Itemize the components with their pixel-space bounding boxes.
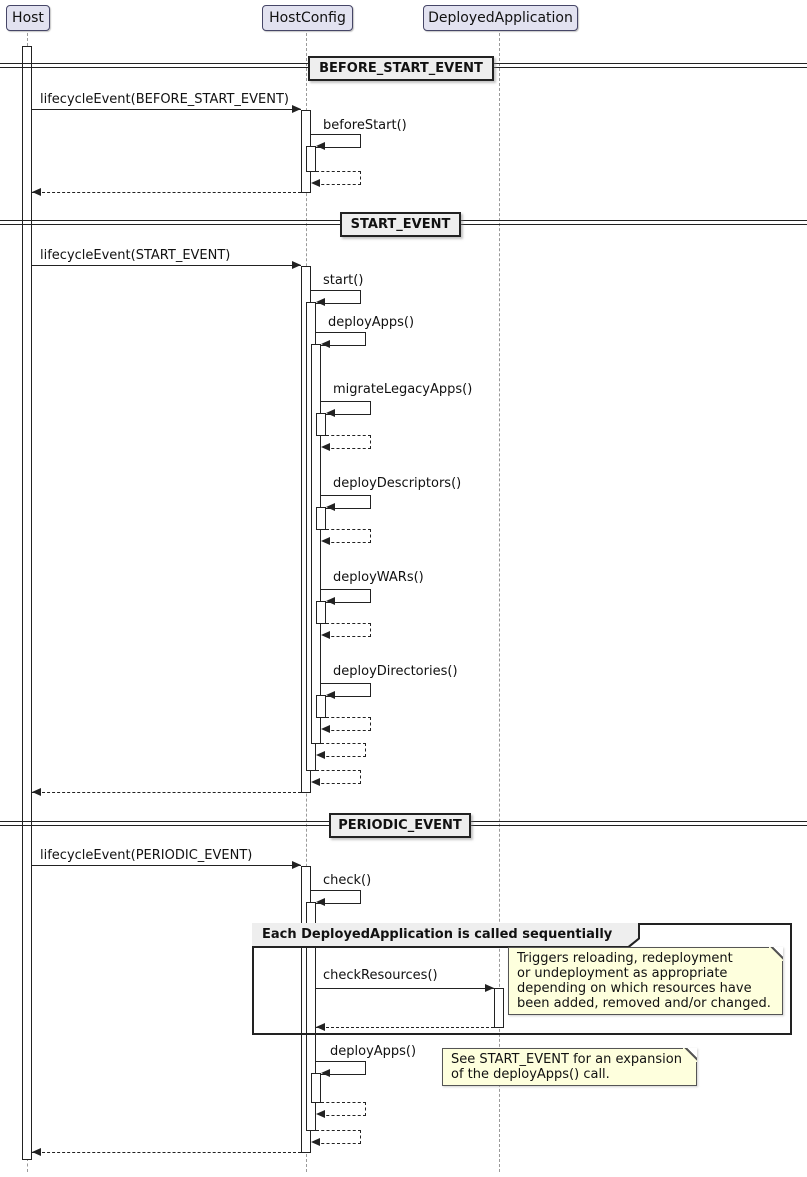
message-line xyxy=(32,109,301,110)
self-return-line xyxy=(326,435,371,449)
arrowhead-icon xyxy=(292,261,301,269)
arrowhead-icon xyxy=(321,631,330,639)
arrowhead-icon xyxy=(321,340,330,348)
self-return-line xyxy=(316,1130,361,1144)
message-label-check-resources: checkResources() xyxy=(323,968,438,983)
self-call-line xyxy=(321,683,371,697)
message-label-deploy-descriptors: deployDescriptors() xyxy=(333,476,462,491)
self-call-line xyxy=(316,1061,366,1075)
arrowhead-icon xyxy=(32,788,41,796)
message-label-start: start() xyxy=(323,273,364,288)
arrowhead-icon xyxy=(311,179,320,187)
note-check-resources: Triggers reloading, redeployment or unde… xyxy=(508,947,783,1015)
self-call-line xyxy=(316,332,366,346)
arrowhead-icon xyxy=(321,537,330,545)
arrowhead-icon xyxy=(321,1069,330,1077)
message-label-deploy-apps: deployApps() xyxy=(328,315,415,330)
arrowhead-icon xyxy=(292,861,301,869)
self-call-line xyxy=(321,495,371,509)
activation-deployedapplication xyxy=(494,988,504,1028)
message-label-deploy-directories: deployDirectories() xyxy=(333,664,458,679)
arrowhead-icon xyxy=(316,898,325,906)
arrowhead-icon xyxy=(326,691,335,699)
self-return-line xyxy=(321,1102,366,1116)
self-return-line xyxy=(321,743,366,757)
arrowhead-icon xyxy=(311,1138,320,1146)
participant-host: Host xyxy=(6,5,50,31)
return-line xyxy=(316,1027,494,1028)
lifeline-host xyxy=(27,1158,28,1172)
arrowhead-icon xyxy=(32,1148,41,1156)
return-line xyxy=(32,792,301,793)
participant-deployedapplication: DeployedApplication xyxy=(423,5,578,31)
activation-hostconfig xyxy=(311,344,321,744)
message-line xyxy=(316,988,494,989)
arrowhead-icon xyxy=(326,597,335,605)
note-deploy-apps: See START_EVENT for an expansion of the … xyxy=(442,1048,697,1086)
message-label-deploy-apps-periodic: deployApps() xyxy=(330,1044,417,1059)
return-line xyxy=(32,1152,301,1153)
self-call-line xyxy=(311,890,361,904)
message-line xyxy=(32,865,301,866)
self-return-line xyxy=(316,171,361,185)
message-label-deploy-wars: deployWARs() xyxy=(333,570,424,585)
activation-hostconfig xyxy=(316,695,326,718)
self-call-line xyxy=(321,401,371,415)
group-frame-header: Each DeployedApplication is called seque… xyxy=(252,923,640,948)
message-label-check: check() xyxy=(323,873,372,888)
activation-hostconfig xyxy=(306,146,316,172)
self-return-line xyxy=(326,623,371,637)
arrowhead-icon xyxy=(316,142,325,150)
divider-start-event: START_EVENT xyxy=(340,212,461,237)
arrowhead-icon xyxy=(292,105,301,113)
arrowhead-icon xyxy=(311,778,320,786)
participant-hostconfig: HostConfig xyxy=(262,5,353,31)
activation-hostconfig xyxy=(316,413,326,436)
message-label-migrate-legacy-apps: migrateLegacyApps() xyxy=(333,382,473,397)
activation-hostconfig xyxy=(311,1073,321,1103)
self-return-line xyxy=(326,529,371,543)
activation-hostconfig xyxy=(306,902,316,1131)
message-label-lifecycle-before-start: lifecycleEvent(BEFORE_START_EVENT) xyxy=(40,92,289,107)
self-return-line xyxy=(316,770,361,784)
arrowhead-icon xyxy=(485,984,494,992)
self-call-line xyxy=(321,589,371,603)
arrowhead-icon xyxy=(32,188,41,196)
divider-before-start-event: BEFORE_START_EVENT xyxy=(308,56,494,81)
arrowhead-icon xyxy=(326,409,335,417)
lifeline-host xyxy=(27,33,28,46)
arrowhead-icon xyxy=(316,751,325,759)
activation-host xyxy=(22,46,32,1160)
message-line xyxy=(32,265,301,266)
divider-periodic-event: PERIODIC_EVENT xyxy=(329,813,471,838)
return-line xyxy=(32,192,301,193)
arrowhead-icon xyxy=(316,1023,325,1031)
self-call-line xyxy=(311,290,361,304)
self-call-line xyxy=(311,134,361,148)
arrowhead-icon xyxy=(316,298,325,306)
message-label-before-start: beforeStart() xyxy=(323,118,407,133)
arrowhead-icon xyxy=(321,725,330,733)
message-label-lifecycle-start: lifecycleEvent(START_EVENT) xyxy=(40,248,231,263)
group-frame-title: Each DeployedApplication is called seque… xyxy=(262,927,613,942)
lifeline-deployedapplication xyxy=(499,33,500,1172)
group-frame: Each DeployedApplication is called seque… xyxy=(252,923,792,1035)
arrowhead-icon xyxy=(326,503,335,511)
arrowhead-icon xyxy=(321,443,330,451)
group-frame-header-fill xyxy=(252,923,638,946)
self-return-line xyxy=(326,717,371,731)
message-label-lifecycle-periodic: lifecycleEvent(PERIODIC_EVENT) xyxy=(40,848,253,863)
arrowhead-icon xyxy=(316,1110,325,1118)
activation-hostconfig xyxy=(316,507,326,530)
activation-hostconfig xyxy=(316,601,326,624)
